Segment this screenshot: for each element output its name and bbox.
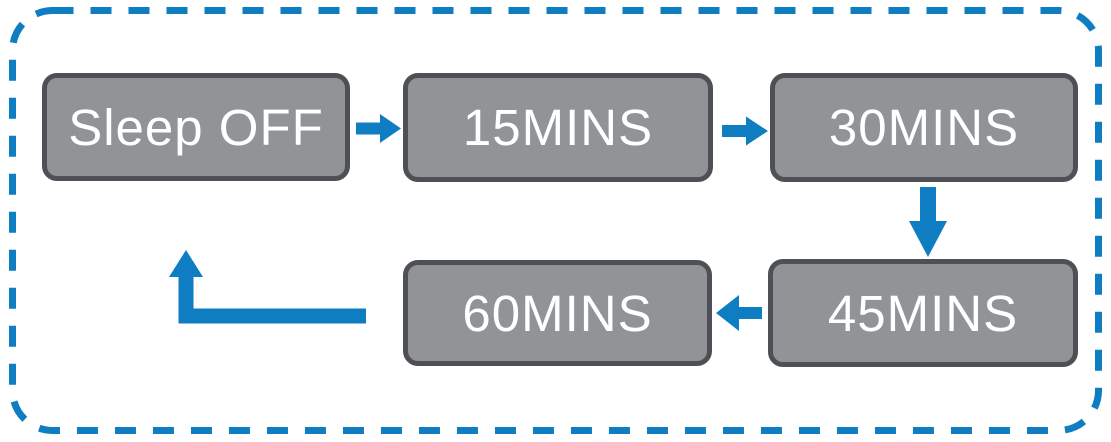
node-45mins-label: 45MINS <box>827 284 1019 342</box>
arrow-15mins-to-30mins <box>722 116 768 146</box>
node-15mins-label: 15MINS <box>462 99 654 156</box>
node-sleep-off: Sleep OFF <box>42 73 350 181</box>
arrow-sleep-off-to-15mins <box>356 114 401 143</box>
node-60mins-label: 60MINS <box>462 284 653 342</box>
dashed-border <box>9 7 1102 434</box>
node-45mins: 45MINS <box>768 259 1078 367</box>
arrow-60mins-loop-back-shaft <box>178 272 366 324</box>
node-15mins: 15MINS <box>403 73 713 182</box>
arrow-45mins-to-60mins <box>716 295 762 331</box>
arrow-60mins-loop-back-head <box>169 250 203 277</box>
node-60mins: 60MINS <box>403 260 712 366</box>
arrow-30mins-to-45mins <box>909 187 947 257</box>
node-sleep-off-label: Sleep OFF <box>68 98 324 156</box>
node-30mins: 30MINS <box>770 73 1078 182</box>
node-30mins-label: 30MINS <box>828 99 1020 156</box>
